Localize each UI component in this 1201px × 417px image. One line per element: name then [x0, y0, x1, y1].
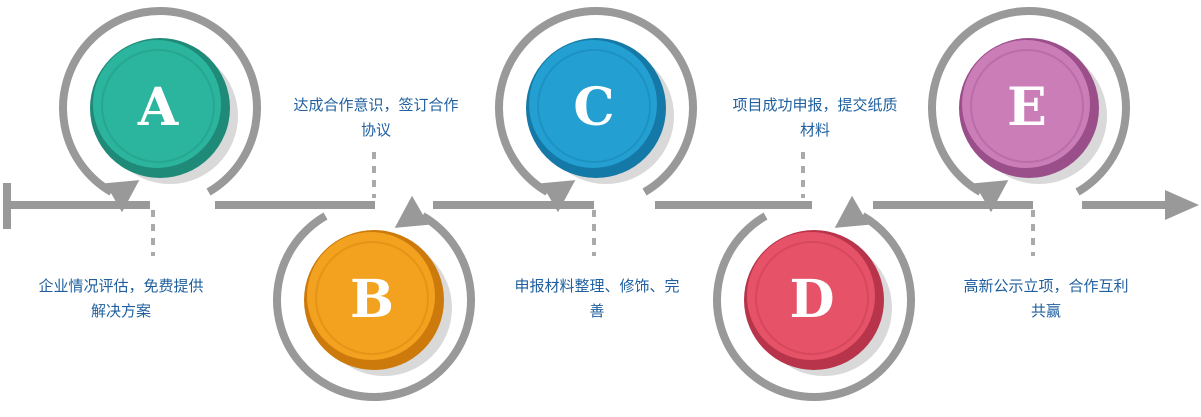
- ring-c: [495, 6, 697, 196]
- ring-d: [713, 212, 915, 402]
- ring-a: [59, 6, 261, 196]
- ring-b: [273, 212, 475, 402]
- caption-d-line-1: 项目成功申报，提交纸质: [732, 96, 898, 114]
- circle-a: [93, 40, 221, 168]
- ring-arrow-e: [974, 180, 1009, 213]
- step-letter-d: D: [789, 269, 834, 330]
- caption-c: 申报材料整理、修饰、完 善: [497, 274, 697, 324]
- circle-e: [962, 40, 1090, 168]
- caption-a: 企业情况评估，免费提供 解决方案: [21, 274, 221, 324]
- ring-arrow-d: [834, 195, 869, 228]
- caption-a-line-1: 企业情况评估，免费提供: [38, 277, 204, 295]
- circle-b: [307, 232, 435, 360]
- rings: [59, 6, 1130, 402]
- caption-b-line-2: 协议: [360, 121, 391, 139]
- caption-b-line-1: 达成合作意识，签订合作: [293, 96, 459, 114]
- step-circles: A B C D E: [90, 38, 1107, 376]
- caption-a-line-2: 解决方案: [90, 302, 151, 320]
- circle-d: [747, 232, 875, 360]
- caption-d: 项目成功申报，提交纸质 材料: [715, 93, 915, 143]
- caption-e: 高新公示立项，合作互利 共赢: [946, 274, 1146, 324]
- end-arrowhead: [1165, 190, 1199, 220]
- step-letter-e: E: [1007, 77, 1047, 138]
- circle-inner-ring-b: [315, 241, 429, 355]
- ring-arrow-b: [394, 195, 429, 228]
- step-letter-a: A: [137, 77, 179, 138]
- caption-c-line-2: 善: [589, 302, 605, 320]
- timeline: [3, 183, 1165, 229]
- circle-inner-ring-a: [101, 49, 215, 163]
- step-letter-c: C: [573, 77, 614, 138]
- step-letter-b: B: [350, 269, 394, 330]
- caption-d-line-2: 材料: [799, 121, 830, 139]
- caption-c-line-1: 申报材料整理、修饰、完: [514, 277, 680, 295]
- circle-inner-ring-c: [537, 49, 651, 163]
- ring-arrow-c: [541, 180, 576, 213]
- caption-e-line-2: 共赢: [1030, 302, 1061, 320]
- ring-arrow-a: [105, 180, 140, 213]
- caption-b: 达成合作意识，签订合作 协议: [276, 93, 476, 143]
- circle-inner-ring-e: [970, 49, 1084, 163]
- caption-e-line-1: 高新公示立项，合作互利: [963, 277, 1129, 295]
- circle-inner-ring-d: [755, 241, 869, 355]
- ring-e: [928, 6, 1130, 196]
- circle-c: [529, 40, 657, 168]
